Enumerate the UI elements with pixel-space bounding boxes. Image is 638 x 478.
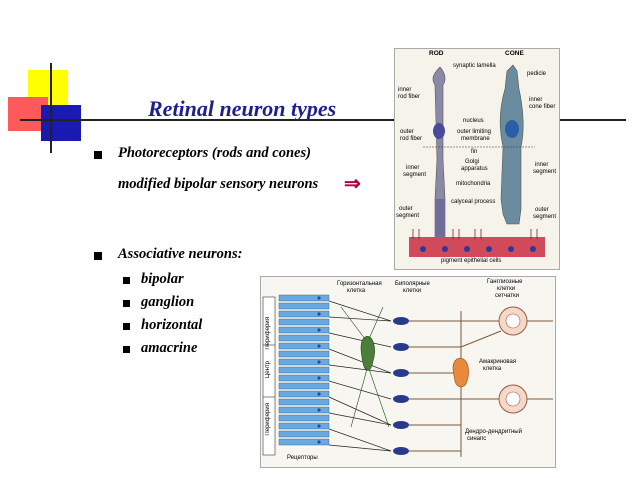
bullet-square-icon — [94, 252, 102, 260]
label-inner-segment-left-2: segment — [403, 172, 427, 178]
label-ganglion-cells-1: Ганглиозные — [487, 279, 523, 285]
label-bipolar-cells-2: клетки — [403, 288, 422, 294]
label-outer-segment-left-1: outer — [399, 206, 413, 212]
label-periphery-top: Периферия — [265, 317, 271, 350]
label-golgi-2: apparatus — [461, 166, 488, 172]
label-amacrine-cell-1: Амакриновая — [479, 359, 517, 365]
label-periphery-bottom: Периферия — [265, 403, 271, 436]
label-nucleus: nucleus — [463, 118, 484, 124]
label-inner-segment-right-1: inner — [535, 162, 549, 168]
label-inner-rod-fiber-1: inner — [398, 87, 412, 93]
label-amacrine-cell-2: клетка — [483, 366, 502, 372]
sub-item-horizontal: horizontal — [141, 317, 203, 333]
sub-bullet-icon — [123, 323, 130, 330]
rod-cone-figure: ROD CONE synaptic lamella pedicle inner … — [394, 48, 560, 270]
sub-bullet-icon — [123, 346, 130, 353]
decor-vertical-line — [50, 63, 52, 153]
bullet-photoreceptors: Photoreceptors (rods and cones) — [118, 145, 311, 161]
label-outer-segment-left-2: segment — [396, 213, 420, 219]
label-pigment-epithelial-cells: pigment epithelial cells — [441, 258, 502, 264]
label-synaptic-lamella: synaptic lamella — [453, 63, 496, 69]
label-center: Центр — [265, 361, 271, 379]
implies-arrow-icon: ⇒ — [344, 173, 361, 195]
label-horizontal-cell-1: Горизонтальная — [337, 281, 382, 287]
label-golgi-1: Golgi — [465, 159, 480, 165]
label-inner-rod-fiber-2: rod fiber — [398, 94, 421, 100]
label-bipolar-cells-1: Биполярные — [395, 281, 430, 287]
label-dendro-synapse-2: синапс — [467, 436, 487, 442]
retina-circuit-figure: Периферия Центр Периферия Горизонтальная… — [260, 276, 556, 468]
label-rod: ROD — [429, 50, 444, 57]
bullet-associative: Associative neurons: — [118, 246, 243, 262]
label-pedicle: pedicle — [527, 71, 547, 77]
label-outer-segment-right-1: outer — [535, 207, 549, 213]
sub-bullet-icon — [123, 300, 130, 307]
label-inner-segment-left-1: inner — [406, 165, 420, 171]
label-dendro-synapse-1: Дендро-дендритный — [465, 429, 522, 435]
label-receptors: Рецепторы — [287, 455, 318, 461]
label-outer-segment-right-2: segment — [533, 214, 557, 220]
label-inner-cone-fiber-2: cone fiber — [529, 104, 556, 110]
label-mitochondria: mitochondria — [456, 181, 491, 187]
label-ganglion-cells-3: сетчатки — [495, 293, 519, 299]
sub-item-amacrine: amacrine — [141, 340, 198, 356]
label-ganglion-cells-2: клетки — [497, 286, 516, 292]
label-outer-rod-fiber-2: rod fiber — [400, 136, 423, 142]
rod-cone-illustration — [409, 64, 545, 257]
decor-blue-block — [41, 105, 81, 141]
label-inner-cone-fiber-1: inner — [529, 97, 543, 103]
slide-title: Retinal neuron types — [148, 96, 337, 121]
decor-horizontal-line — [20, 119, 626, 121]
retina-circuit-illustration — [262, 294, 553, 457]
label-outer-limiting-membrane-2: membrane — [461, 136, 490, 142]
bullet-photoreceptors-line2: modified bipolar sensory neurons — [118, 176, 319, 192]
label-cone: CONE — [505, 50, 524, 57]
sub-item-ganglion: ganglion — [141, 294, 195, 310]
label-inner-segment-right-2: segment — [533, 169, 557, 175]
label-horizontal-cell-2: клетка — [347, 288, 366, 294]
label-fin: fin — [471, 149, 478, 155]
label-outer-limiting-membrane-1: outer limiting — [457, 129, 492, 135]
label-outer-rod-fiber-1: outer — [400, 129, 414, 135]
bullet-square-icon — [94, 151, 102, 159]
label-calyceal-process: calyceal process — [451, 199, 496, 205]
sub-bullet-icon — [123, 277, 130, 284]
sub-item-bipolar: bipolar — [141, 271, 184, 287]
